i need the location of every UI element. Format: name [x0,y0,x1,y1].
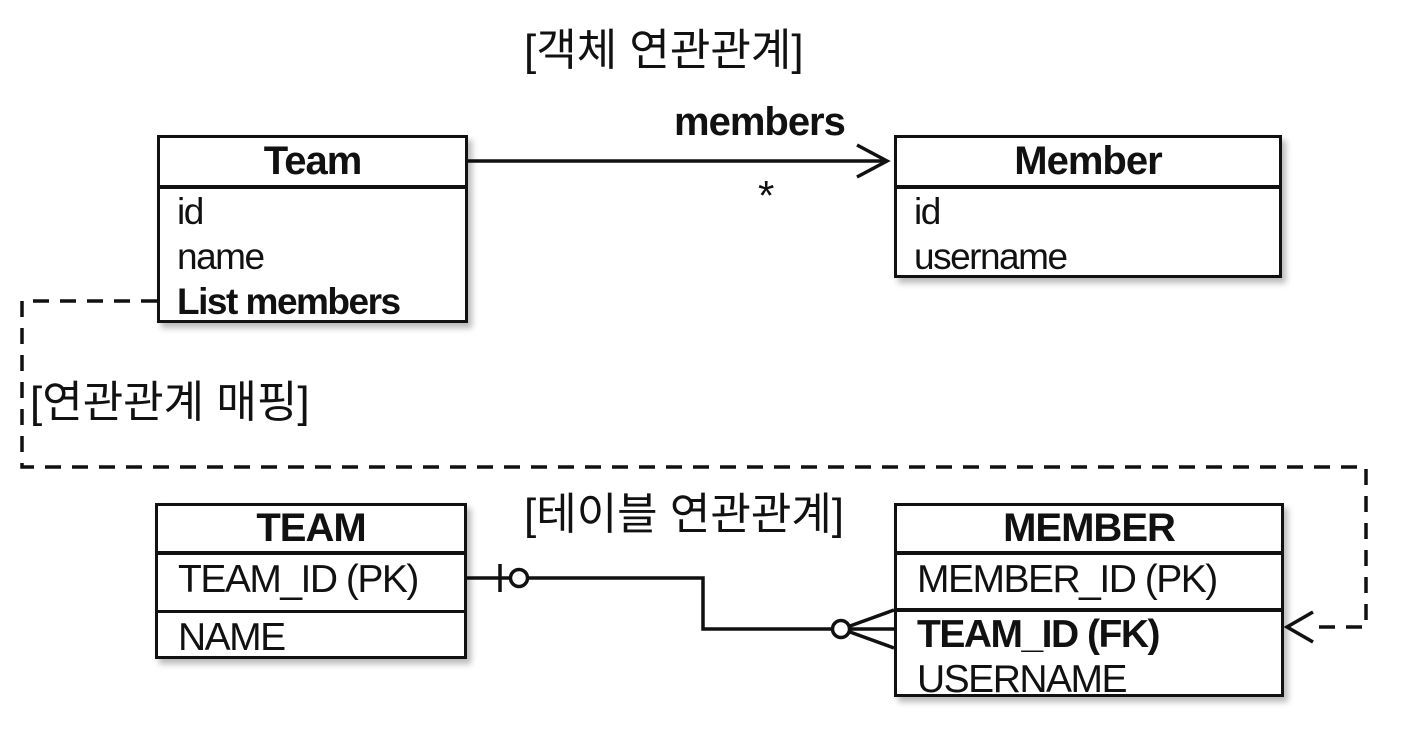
association-name-label: members [674,100,846,144]
member-table-title: MEMBER [897,506,1281,555]
member-field-id: id [914,191,941,232]
member-column-member-id-pk: MEMBER_ID (PK) [917,558,1218,601]
mapping-title: [연관관계 매핑] [30,378,310,427]
object-relation-title: [객체 연관관계] [524,26,804,75]
team-field-list-members: List members [177,281,401,322]
optional-circle-icon [508,567,530,589]
optional-circle-icon [830,618,852,640]
team-field-name: name [177,236,265,277]
member-table-body: MEMBER_ID (PK) TEAM_ID (FK) USERNAME [897,555,1281,702]
team-column-team-id-pk: TEAM_ID (PK) [178,558,419,601]
member-field-username: username [914,236,1068,277]
association-multiplicity-label: * [758,172,775,219]
team-class-body: id name List members [160,189,465,324]
team-class-title: Team [160,138,465,189]
team-table-title: TEAM [158,506,464,555]
member-fk-section: TEAM_ID (FK) USERNAME [897,608,1281,702]
team-table-box: TEAM TEAM_ID (PK) NAME [155,503,467,659]
team-class-box: Team id name List members [157,135,468,323]
member-class-box: Member id username [894,135,1282,278]
table-relation-title: [테이블 연관관계] [524,490,845,539]
mapping-dashed-line [20,299,1368,644]
arrowhead-right-icon [856,143,891,179]
team-table-body: TEAM_ID (PK) NAME [158,555,464,662]
member-table-box: MEMBER MEMBER_ID (PK) TEAM_ID (FK) USERN… [894,503,1284,701]
member-column-username: USERNAME [917,658,1128,701]
team-field-id: id [177,191,204,232]
arrowhead-left-icon [1283,610,1314,644]
crow-foot-icon [849,608,895,650]
member-column-team-id-fk: TEAM_ID (FK) [917,613,1160,656]
team-column-name: NAME [158,610,464,662]
object-association-arrow [467,143,891,179]
member-class-body: id username [897,189,1279,279]
table-relationship-connector [467,564,895,650]
member-class-title: Member [897,138,1279,189]
